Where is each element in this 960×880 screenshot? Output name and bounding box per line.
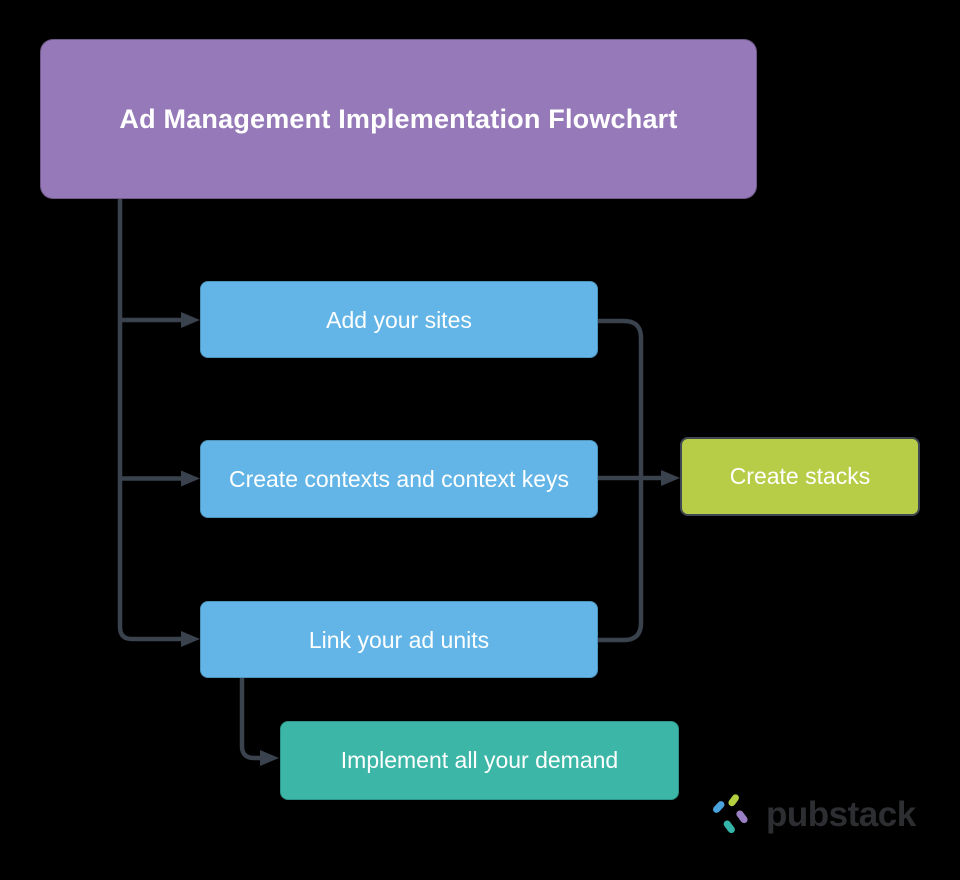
node-implement-demand-label: Implement all your demand [340,747,619,773]
arrowhead-create-stacks [661,470,680,486]
arrowhead-create-contexts [181,470,200,487]
pubstack-wordmark: pubstack [766,794,916,834]
node-create-contexts-label: Create contexts and context keys [228,466,570,492]
node-implement-demand: Implement all your demand [280,721,679,800]
node-add-sites-label: Add your sites [326,306,472,333]
node-link-ad-units-label: Link your ad units [308,626,490,653]
pubstack-logo: pubstack [706,785,916,841]
arrowhead-implement-demand [260,750,279,766]
node-create-stacks: Create stacks [680,437,920,516]
edge-right-rail [598,318,644,643]
edge-link-ad-units-to-implement-demand [239,678,260,761]
flowchart-title: Ad Management Implementation Flowchart [119,103,678,134]
node-add-sites: Add your sites [200,281,598,358]
node-create-contexts: Create contexts and context keys [200,440,598,518]
arrowhead-link-ad-units [181,631,200,647]
node-create-stacks-label: Create stacks [729,463,871,489]
edge-header-to-link-ad-units [117,199,181,642]
node-link-ad-units: Link your ad units [200,601,598,678]
flowchart-title-box: Ad Management Implementation Flowchart [40,39,757,199]
pubstack-pinwheel-icon [713,794,748,834]
arrowhead-add-sites [181,312,200,328]
